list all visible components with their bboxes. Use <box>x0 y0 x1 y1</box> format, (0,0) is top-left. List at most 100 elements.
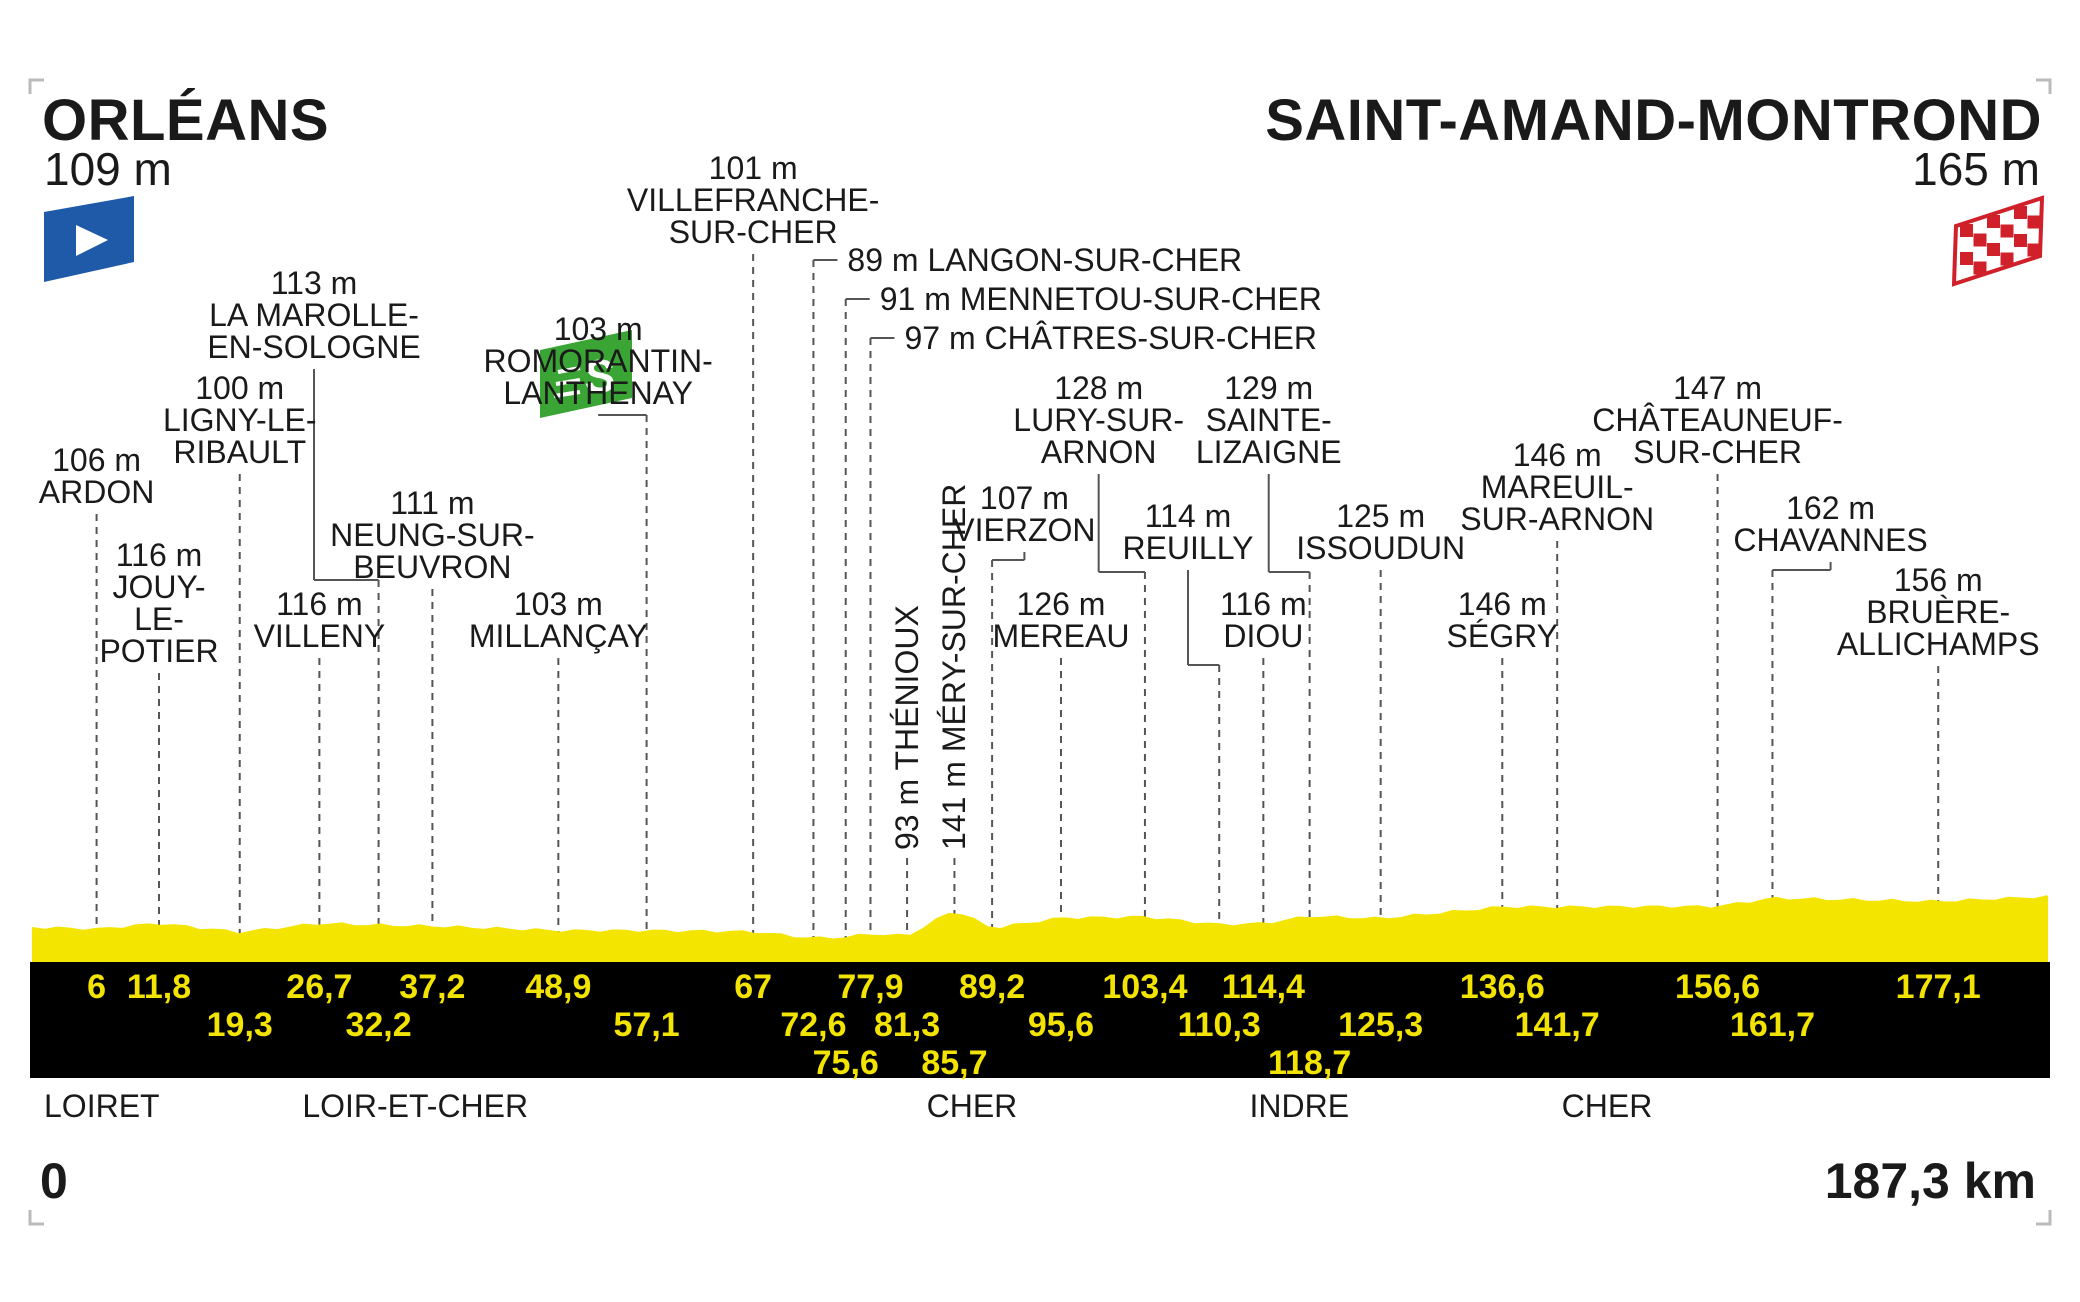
km-marker: 32,2 <box>345 1006 412 1044</box>
km-marker: 141,7 <box>1514 1006 1600 1044</box>
place-name: MAREUIL- <box>1480 469 1634 505</box>
place-name: LIGNY-LE- <box>162 402 317 438</box>
km-marker: 11,8 <box>126 968 192 1006</box>
checker-square <box>1987 215 2000 228</box>
checker-square <box>1960 252 1973 265</box>
checker-square <box>2027 243 2041 257</box>
start-flag-icon <box>44 196 134 282</box>
place-name: BEUVRON <box>353 549 512 585</box>
place-name: CHÂTEAUNEUF- <box>1592 402 1843 438</box>
km-marker: 118,7 <box>1268 1044 1352 1082</box>
place-name: EN-SOLOGNE <box>207 329 421 365</box>
km-marker: 57,1 <box>613 1006 680 1044</box>
place-altitude: 125 m <box>1336 498 1426 534</box>
place-name: JOUY- <box>112 569 206 605</box>
place-altitude: 156 m <box>1893 562 1983 598</box>
place-name: ARNON <box>1040 434 1157 470</box>
place-name: MEREAU <box>992 618 1130 654</box>
km-marker: 72,6 <box>780 1006 847 1044</box>
frame-corners <box>28 78 2052 1226</box>
place-altitude: 114 m <box>1144 498 1232 534</box>
km-marker: 19,3 <box>206 1006 273 1044</box>
checker-square <box>2000 224 2014 238</box>
place-name: LA MAROLLE- <box>209 297 419 333</box>
place-altitude: 116 m <box>115 537 203 573</box>
place-altitude: 147 m <box>1673 370 1763 406</box>
place-altitude: 106 m <box>52 442 142 478</box>
km-marker: 26,7 <box>286 968 353 1006</box>
sprint-letter: S <box>585 350 616 402</box>
place-name: DIOU <box>1223 618 1304 654</box>
km-marker: 48,9 <box>525 968 592 1006</box>
start-town: ORLÉANS <box>42 88 330 153</box>
place-name: VILLENY <box>253 618 386 654</box>
leader-lines <box>95 254 1940 962</box>
checker-square <box>1987 243 2000 256</box>
place-name: ALLICHAMPS <box>1836 626 2040 662</box>
km-marker: 136,6 <box>1459 968 1545 1006</box>
place-altitude: 129 m <box>1224 370 1314 406</box>
place-label-side: 91 m MENNETOU-SUR-CHER <box>879 281 1322 317</box>
place-name: MILLANÇAY <box>468 618 648 654</box>
km-marker: 95,6 <box>1027 1006 1095 1044</box>
place-altitude: 103 m <box>553 311 643 347</box>
place-altitude: 101 m <box>708 150 798 186</box>
place-altitude: 116 m <box>276 586 363 622</box>
place-name: ARDON <box>38 474 155 510</box>
place-label-side: 97 m CHÂTRES-SUR-CHER <box>904 320 1317 356</box>
place-altitude: 128 m <box>1054 370 1144 406</box>
place-name: LURY-SUR- <box>1013 402 1185 438</box>
place-label-vertical: 93 m THÉNIOUX <box>889 605 926 850</box>
place-name: SUR-ARNON <box>1460 501 1655 537</box>
checker-square <box>2014 234 2027 247</box>
finish-town: SAINT-AMAND-MONTROND <box>1265 88 2042 153</box>
km-marker: 75,6 <box>812 1044 879 1082</box>
sprint-icon: S <box>540 330 632 418</box>
checker-square <box>2014 206 2027 219</box>
km-marker: 37,2 <box>399 968 466 1006</box>
km-marker: 125,3 <box>1338 1006 1424 1044</box>
checker-square <box>1973 261 1987 275</box>
department-label: CHER <box>926 1088 1018 1124</box>
place-altitude: 103 m <box>513 586 603 622</box>
place-name: VIERZON <box>953 512 1096 548</box>
place-name: SÉGRY <box>1446 618 1559 654</box>
place-label-side: 89 m LANGON-SUR-CHER <box>847 242 1243 278</box>
place-altitude: 111 m <box>390 485 475 521</box>
km-marker: 110,3 <box>1177 1006 1261 1044</box>
place-name: SAINTE- <box>1205 402 1332 438</box>
place-name: NEUNG-SUR- <box>330 517 535 553</box>
place-name: ROMORANTIN- <box>483 343 713 379</box>
place-altitude: 107 m <box>979 480 1069 516</box>
place-altitude: 126 m <box>1016 586 1106 622</box>
place-altitude: 116 m <box>1220 586 1307 622</box>
place-name: ISSOUDUN <box>1296 530 1466 566</box>
km-marker: 67 <box>734 968 773 1006</box>
elevation-profile <box>32 895 2048 962</box>
km-marker: 114,4 <box>1221 968 1305 1006</box>
place-altitude: 146 m <box>1457 586 1547 622</box>
place-name: SUR-CHER <box>1633 434 1802 470</box>
place-name: RIBAULT <box>173 434 307 470</box>
distance-start: 0 <box>40 1153 68 1209</box>
